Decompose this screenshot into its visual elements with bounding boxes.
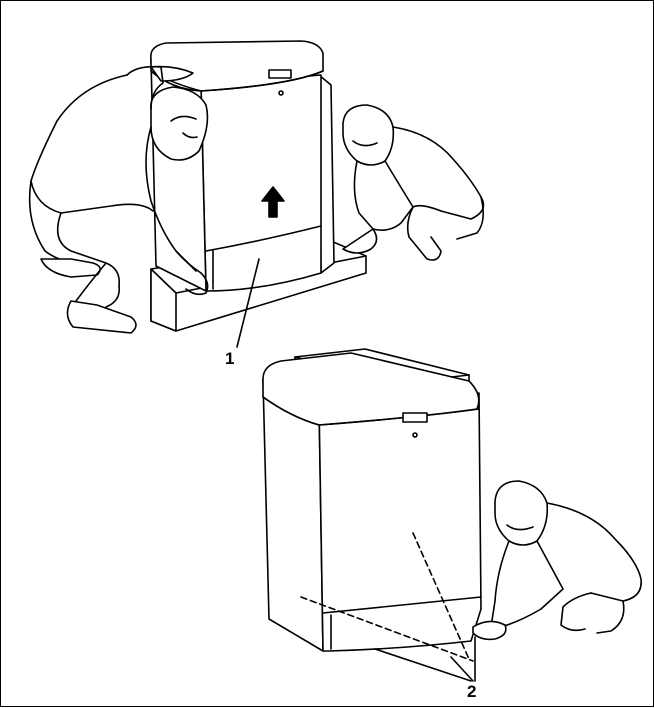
person-bottom-crouching bbox=[473, 481, 641, 639]
person-right-crouching bbox=[343, 105, 483, 260]
callout-label-2: 2 bbox=[467, 682, 476, 702]
boiler-unit-bottom bbox=[263, 353, 481, 661]
callout-label-1: 1 bbox=[225, 349, 234, 369]
